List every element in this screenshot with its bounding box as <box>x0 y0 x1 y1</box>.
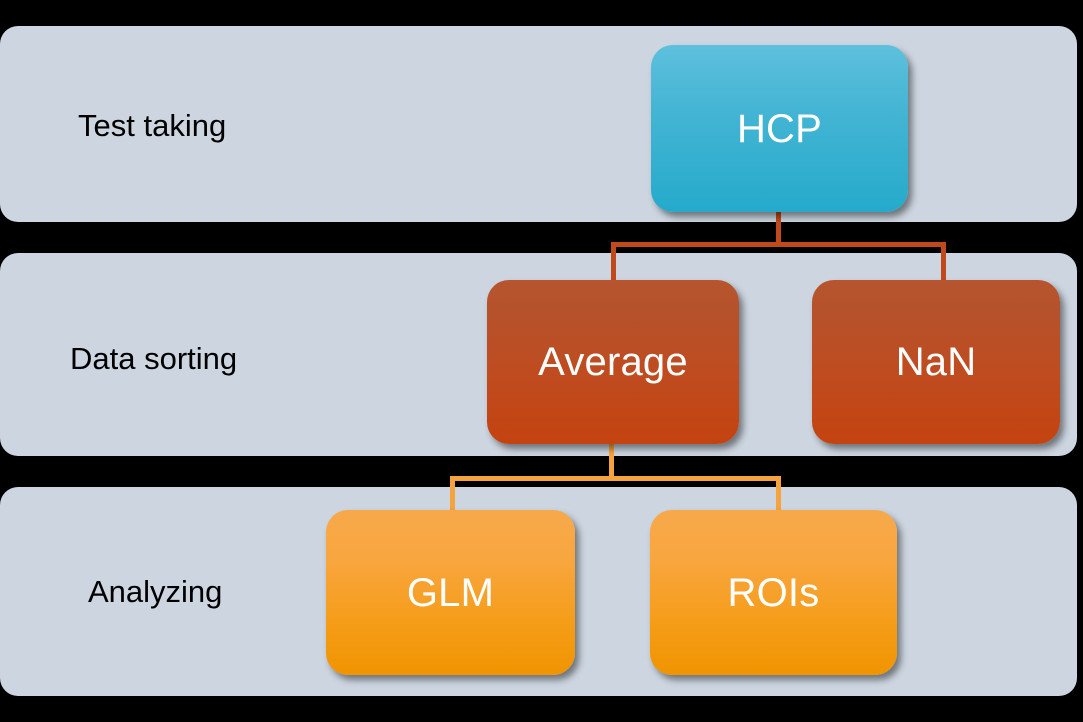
connector-hcp-nan-drop <box>941 242 946 282</box>
node-glm-label: GLM <box>406 570 495 615</box>
connector-hcp-bus <box>611 242 946 247</box>
node-rois-label: ROIs <box>727 570 820 615</box>
stage-label-analyzing: Analyzing <box>88 574 223 609</box>
node-hcp-label: HCP <box>736 106 823 151</box>
connector-hcp-stem <box>776 210 781 246</box>
node-average[interactable]: Average <box>487 280 739 444</box>
node-rois[interactable]: ROIs <box>650 510 897 675</box>
node-nan-label: NaN <box>895 340 977 384</box>
connector-hcp-average-drop <box>611 242 616 282</box>
connector-average-bus <box>450 476 781 481</box>
connector-average-glm-drop <box>450 476 455 513</box>
node-nan[interactable]: NaN <box>812 280 1060 444</box>
stage-label-data-sorting: Data sorting <box>70 341 238 376</box>
stage-label-test-taking: Test taking <box>78 108 227 143</box>
node-average-label: Average <box>538 340 688 384</box>
connector-average-stem <box>609 444 614 478</box>
connector-average-rois-drop <box>776 476 781 513</box>
node-glm[interactable]: GLM <box>326 510 575 675</box>
node-hcp[interactable]: HCP <box>651 45 908 212</box>
